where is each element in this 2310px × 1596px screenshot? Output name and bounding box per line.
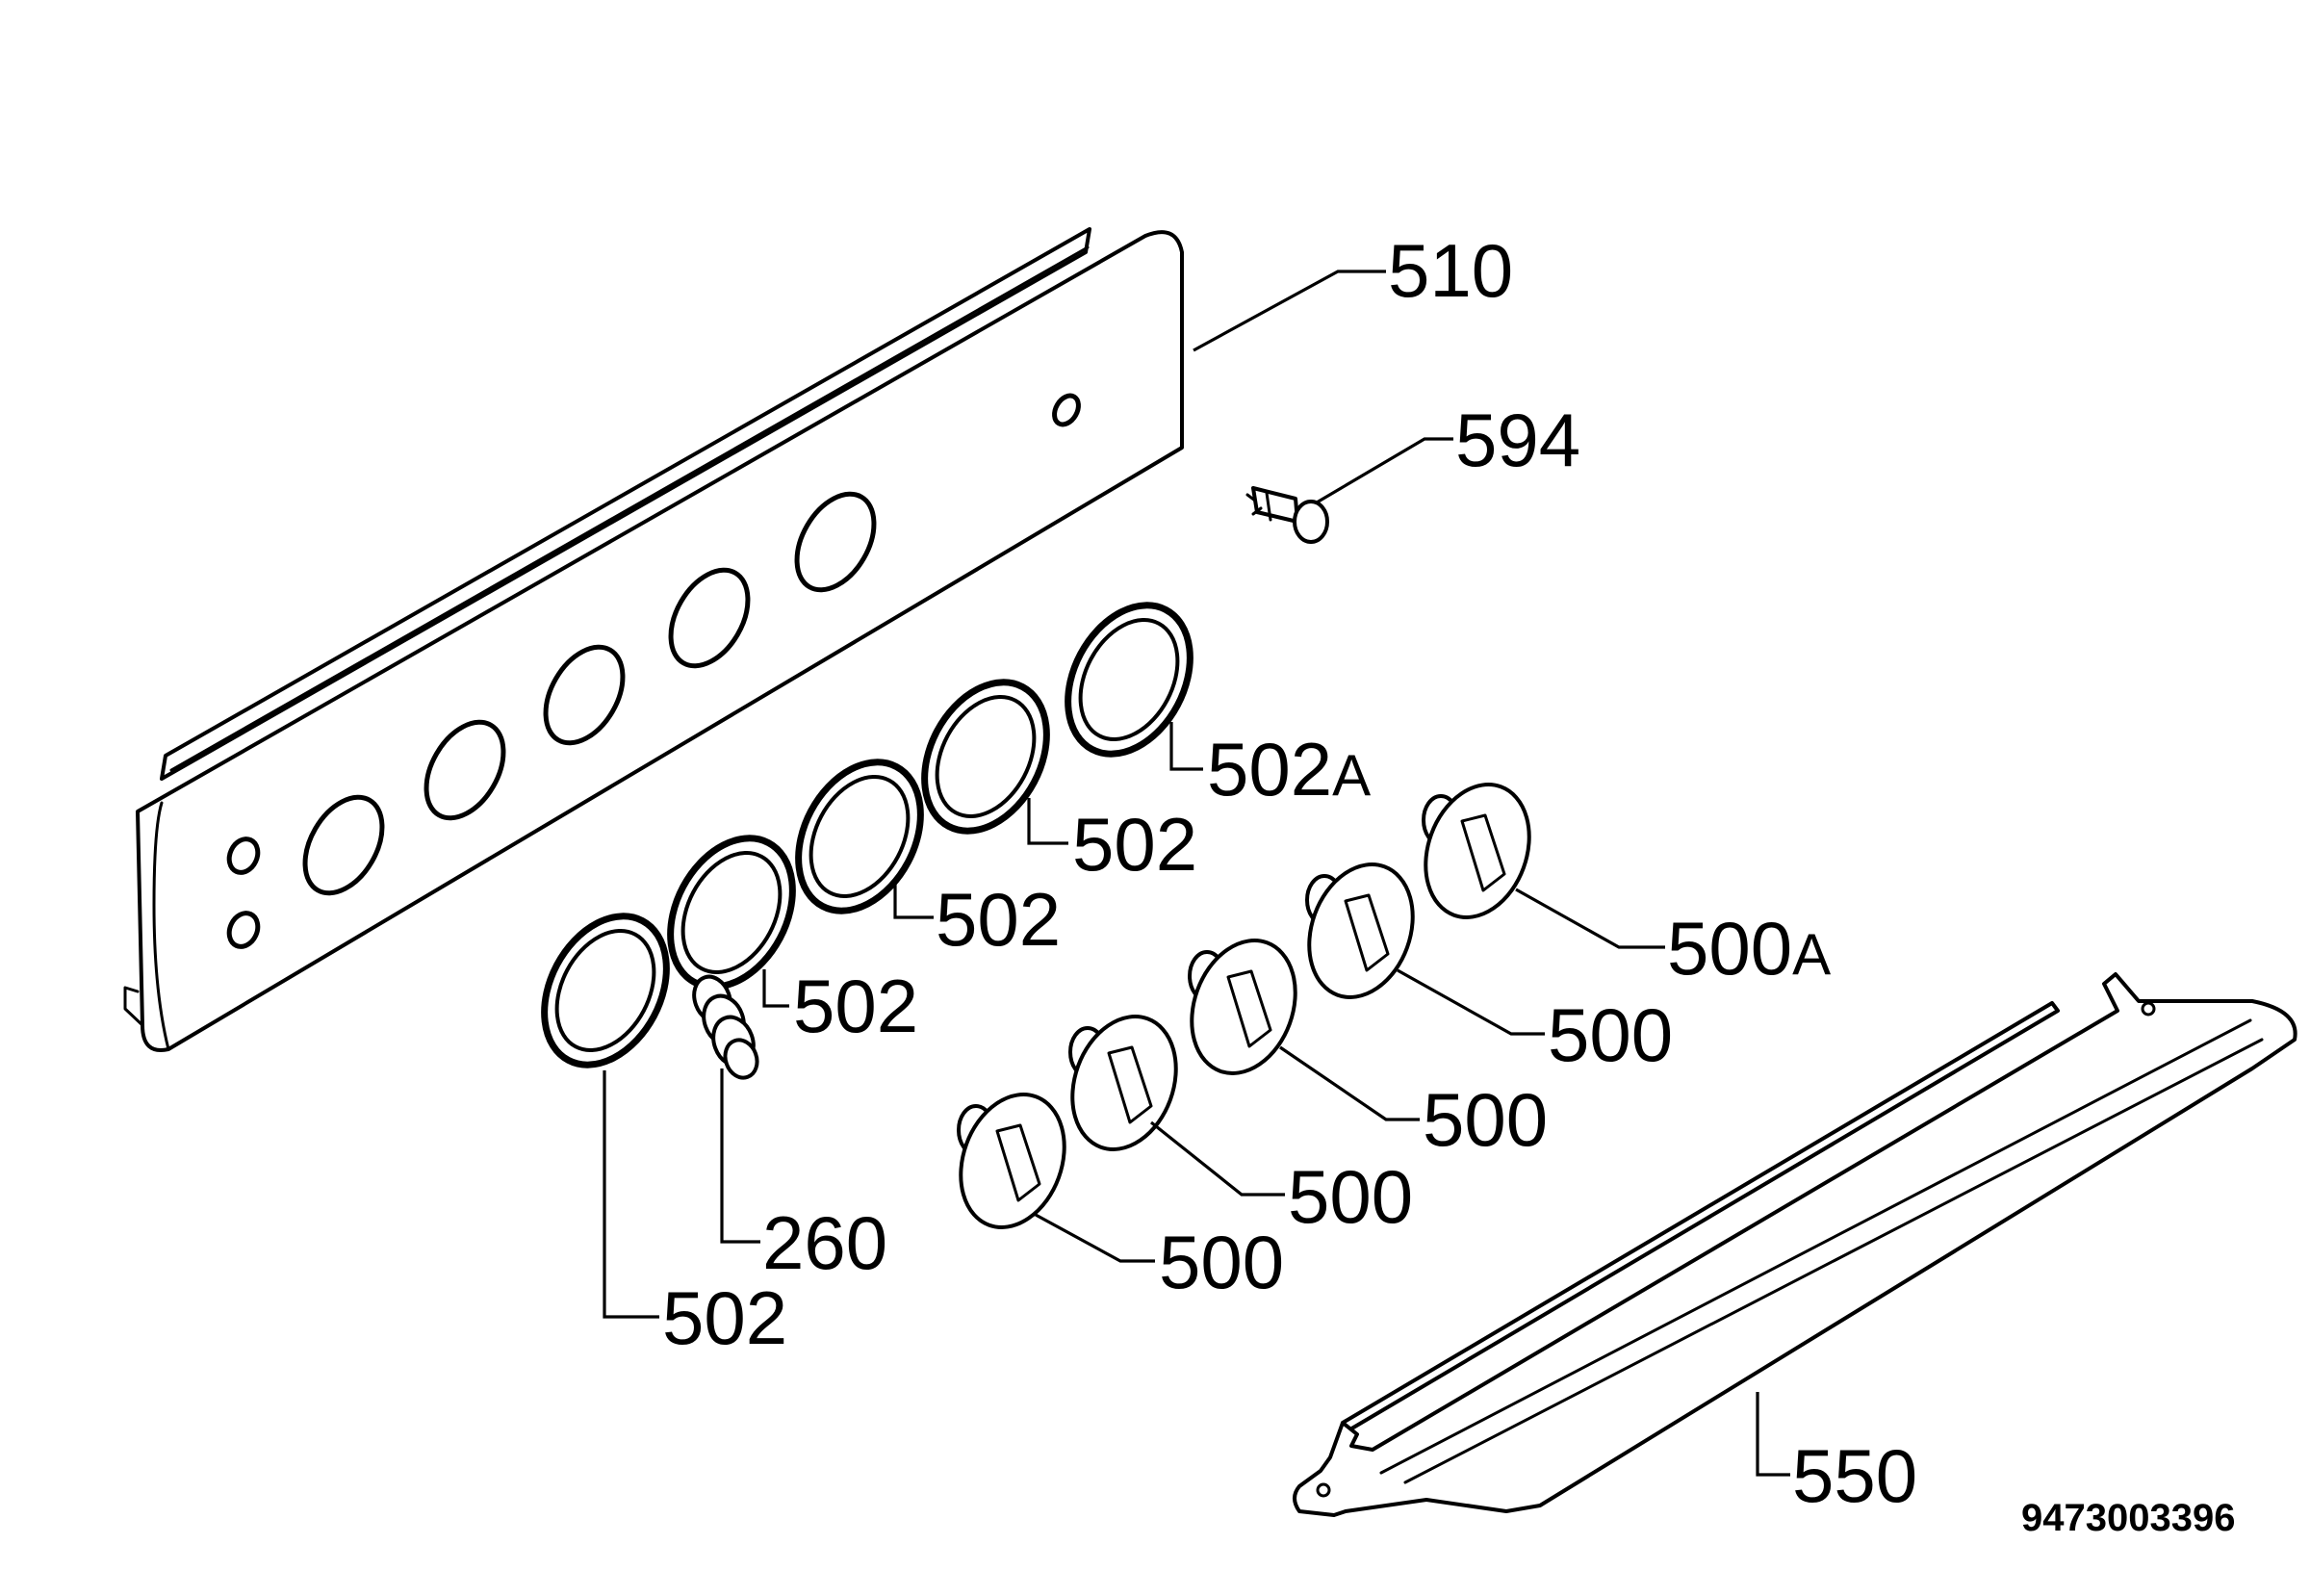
spring-part <box>692 974 759 1080</box>
label-502-ring-1: 502 <box>662 1275 787 1360</box>
label-260: 260 <box>762 1200 887 1285</box>
control-knob-part <box>1422 783 1531 919</box>
label-594: 594 <box>1455 398 1580 482</box>
bezel-ring-part <box>541 913 670 1068</box>
label-502-ring-2: 502 <box>793 964 918 1048</box>
control-knob-part <box>1305 862 1415 999</box>
control-knob-part <box>957 1093 1066 1229</box>
label-500-knob-3: 500 <box>1423 1077 1548 1162</box>
label-502-ring-4: 502 <box>1072 802 1197 887</box>
reference-number: 9473003396 <box>2021 1497 2235 1539</box>
bezel-ring-part <box>795 759 924 914</box>
control-knob-part <box>1068 1015 1178 1151</box>
label-500a: 500A <box>1667 906 1831 991</box>
label-500-knob-4: 500 <box>1548 992 1673 1077</box>
label-502-ring-3: 502 <box>936 877 1061 962</box>
control-knob-part <box>1188 939 1297 1075</box>
bezel-ring-part <box>667 835 796 991</box>
leader-lines <box>603 270 1790 1477</box>
trim-strip-part <box>1293 972 2297 1517</box>
label-510: 510 <box>1388 228 1513 313</box>
bezel-ring-part <box>921 679 1050 835</box>
label-500-knob-1: 500 <box>1159 1220 1284 1304</box>
bezel-ring-part <box>1065 602 1194 758</box>
label-550: 550 <box>1792 1433 1917 1518</box>
indicator-light-part <box>1245 486 1329 544</box>
control-panel-part <box>123 227 1184 1052</box>
label-500-knob-2: 500 <box>1288 1154 1413 1239</box>
label-502a: 502A <box>1207 727 1371 811</box>
